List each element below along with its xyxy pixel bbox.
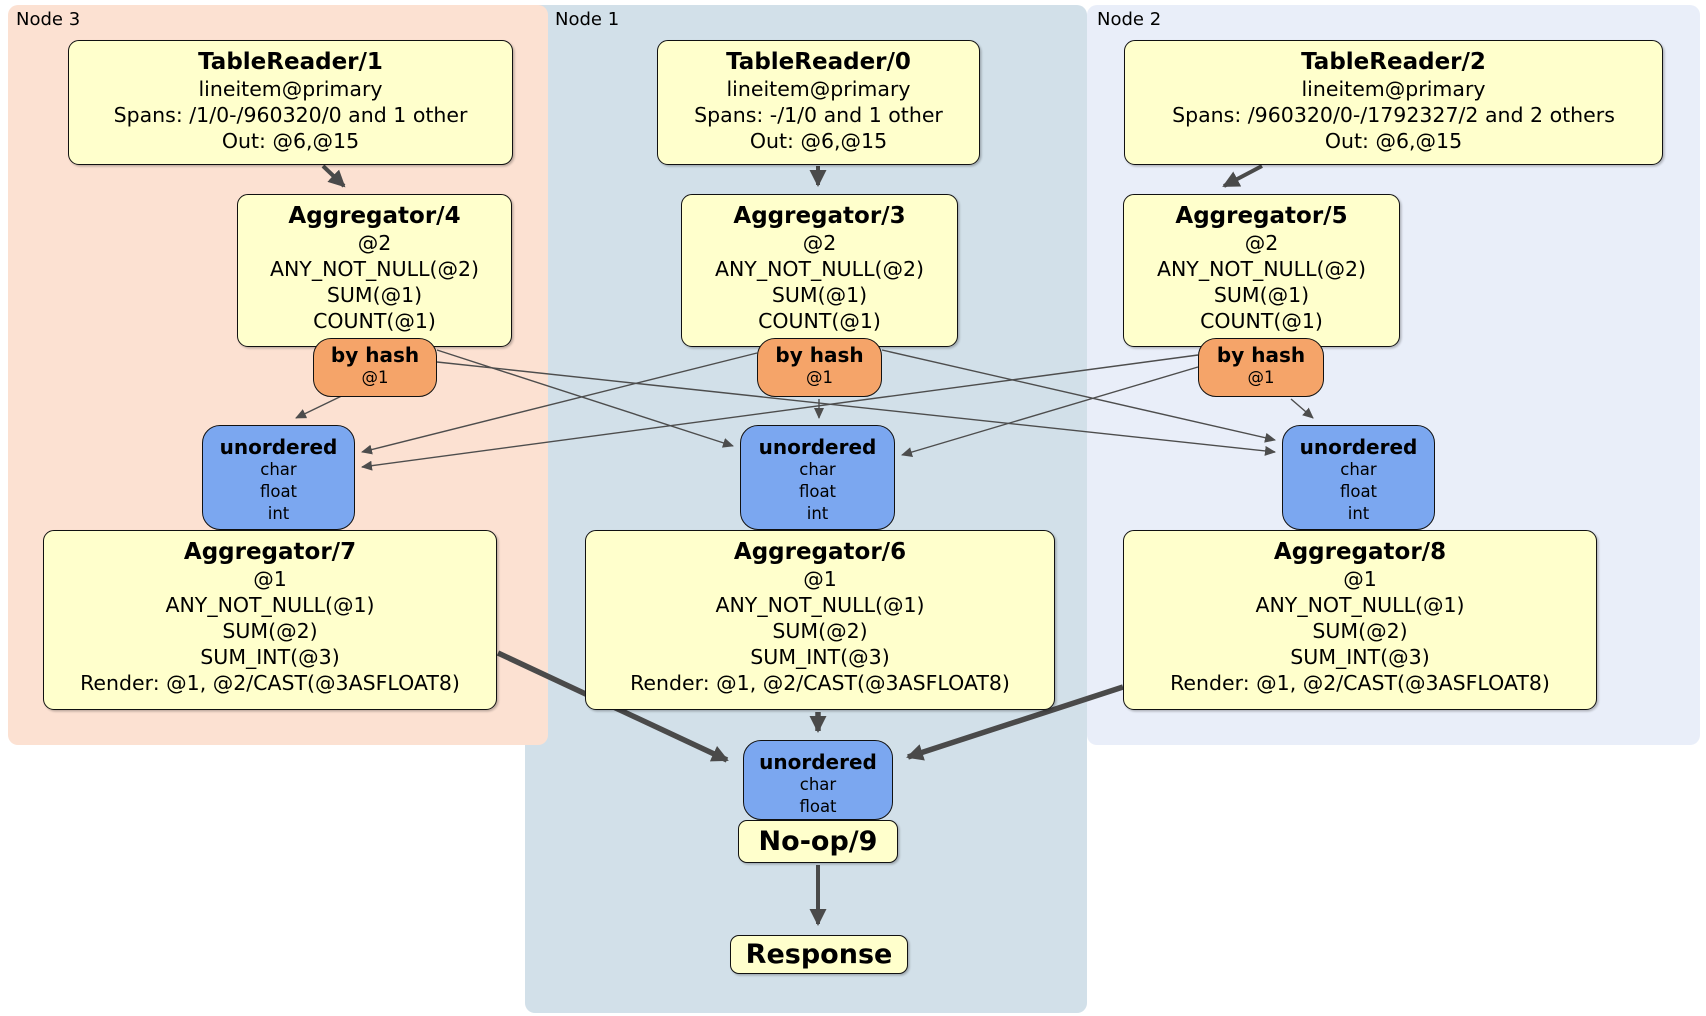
router-title: by hash [775, 343, 864, 367]
node-line: lineitem@primary [1301, 77, 1486, 101]
node3-panel-label: Node 3 [16, 9, 81, 30]
node-line: @2 [1244, 231, 1279, 255]
node-title: TableReader/2 [1301, 49, 1486, 75]
sync-line: int [806, 504, 829, 523]
router-key: @1 [806, 368, 833, 387]
node-title: Aggregator/3 [733, 203, 906, 229]
node-line: SUM(@2) [1312, 619, 1408, 643]
edge-tr2-to-agg5 [1222, 164, 1263, 188]
by-hash-router-node1: by hash @1 [757, 338, 882, 397]
tablereader-0-node: TableReader/0 lineitem@primary Spans: -/… [657, 40, 980, 165]
router-key: @1 [361, 368, 389, 387]
node-line: ANY_NOT_NULL(@1) [715, 593, 925, 617]
sync-title: unordered [759, 750, 877, 774]
tablereader-2-node: TableReader/2 lineitem@primary Spans: /9… [1124, 40, 1663, 165]
node1-panel-label: Node 1 [555, 9, 620, 30]
aggregator-7-node: Aggregator/7 @1 ANY_NOT_NULL(@1) SUM(@2)… [43, 530, 497, 710]
sync-line: float [259, 482, 298, 501]
node-line: Render: @1, @2/CAST(@3ASFLOAT8) [80, 671, 460, 695]
aggregator-4-node: Aggregator/4 @2 ANY_NOT_NULL(@2) SUM(@1)… [237, 194, 512, 347]
sync-line: char [799, 460, 836, 479]
node-title: TableReader/1 [198, 49, 383, 75]
router-title: by hash [330, 343, 420, 367]
edge-router-right-to-sync-right [1290, 398, 1314, 419]
sync-line: char [260, 460, 297, 479]
tablereader-1-node: TableReader/1 lineitem@primary Spans: /1… [68, 40, 513, 165]
aggregator-8-node: Aggregator/8 @1 ANY_NOT_NULL(@1) SUM(@2)… [1123, 530, 1597, 710]
node-title: Aggregator/8 [1273, 539, 1447, 565]
noop-9-node: No-op/9 [738, 820, 898, 863]
node-line: Out: @6,@15 [1324, 129, 1463, 153]
unordered-sync-node3: unordered char float int [202, 425, 355, 530]
node-line: SUM(@2) [222, 619, 318, 643]
node-title: Aggregator/6 [733, 539, 907, 565]
node-line: Out: @6,@15 [749, 129, 888, 153]
node-line: SUM_INT(@3) [200, 645, 340, 669]
unordered-sync-node1: unordered char float int [740, 425, 895, 530]
edge-router-left-to-sync-right [436, 361, 1276, 456]
by-hash-router-node3: by hash @1 [313, 338, 437, 397]
edge-router-right-to-sync-left [361, 354, 1199, 471]
node-line: lineitem@primary [198, 77, 383, 101]
node-line: Render: @1, @2/CAST(@3ASFLOAT8) [1170, 671, 1550, 695]
edge-agg8-to-bottom-sync [906, 684, 1124, 761]
sync-line: float [1339, 482, 1378, 501]
sync-title: unordered [1299, 435, 1418, 459]
node-line: SUM(@1) [326, 283, 423, 307]
aggregator-6-node: Aggregator/6 @1 ANY_NOT_NULL(@1) SUM(@2)… [585, 530, 1055, 710]
aggregator-3-node: Aggregator/3 @2 ANY_NOT_NULL(@2) SUM(@1)… [681, 194, 958, 347]
node-line: @1 [803, 567, 837, 591]
node-line: SUM_INT(@3) [1290, 645, 1430, 669]
sync-line: float [799, 797, 837, 816]
node-line: @1 [253, 567, 287, 591]
aggregator-5-node: Aggregator/5 @2 ANY_NOT_NULL(@2) SUM(@1)… [1123, 194, 1400, 347]
edge-router-right-to-sync-mid [901, 366, 1199, 457]
node-title: No-op/9 [758, 826, 878, 857]
node2-panel-label: Node 2 [1097, 9, 1162, 30]
node-line: Spans: -/1/0 and 1 other [694, 103, 943, 127]
node-line: ANY_NOT_NULL(@1) [1255, 593, 1465, 617]
node-title: Aggregator/4 [288, 203, 461, 229]
node-line: ANY_NOT_NULL(@2) [1156, 257, 1367, 281]
node-title: Aggregator/7 [183, 539, 357, 565]
by-hash-router-node2: by hash @1 [1198, 338, 1324, 397]
node-line: Render: @1, @2/CAST(@3ASFLOAT8) [630, 671, 1010, 695]
node-line: @2 [802, 231, 837, 255]
node-line: COUNT(@1) [758, 309, 881, 333]
edge-router-mid-to-sync-left [361, 352, 758, 455]
node-line: ANY_NOT_NULL(@2) [714, 257, 925, 281]
node-line: @1 [1343, 567, 1377, 591]
node-line: COUNT(@1) [1200, 309, 1323, 333]
edge-tr1-to-agg4 [321, 164, 346, 188]
response-node: Response [730, 935, 908, 974]
unordered-sync-final: unordered char float [743, 740, 893, 820]
node-title: Response [745, 939, 893, 970]
node-line: Spans: /960320/0-/1792327/2 and 2 others [1172, 103, 1615, 127]
node-line: SUM(@1) [1213, 283, 1310, 307]
sync-line: char [799, 775, 837, 794]
sync-line: char [1340, 460, 1377, 479]
node-line: Out: @6,@15 [221, 129, 360, 153]
sync-title: unordered [758, 435, 877, 459]
sync-line: int [1347, 504, 1370, 523]
sync-line: float [798, 482, 837, 501]
node-line: SUM(@2) [772, 619, 868, 643]
node-line: lineitem@primary [726, 77, 911, 101]
unordered-sync-node2: unordered char float int [1282, 425, 1435, 530]
node-line: SUM(@1) [771, 283, 868, 307]
node-line: Spans: /1/0-/960320/0 and 1 other [113, 103, 468, 127]
router-key: @1 [1247, 368, 1275, 387]
node-line: COUNT(@1) [313, 309, 436, 333]
edge-router-left-to-sync-mid [436, 349, 734, 448]
router-title: by hash [1216, 343, 1306, 367]
sync-line: int [267, 504, 290, 523]
sync-title: unordered [219, 435, 338, 459]
node-title: TableReader/0 [726, 49, 911, 75]
node-title: Aggregator/5 [1175, 203, 1348, 229]
edge-router-mid-to-sync-right [881, 349, 1276, 443]
node-line: @2 [357, 231, 392, 255]
node-line: ANY_NOT_NULL(@1) [165, 593, 375, 617]
node-line: SUM_INT(@3) [750, 645, 890, 669]
node-line: ANY_NOT_NULL(@2) [269, 257, 480, 281]
